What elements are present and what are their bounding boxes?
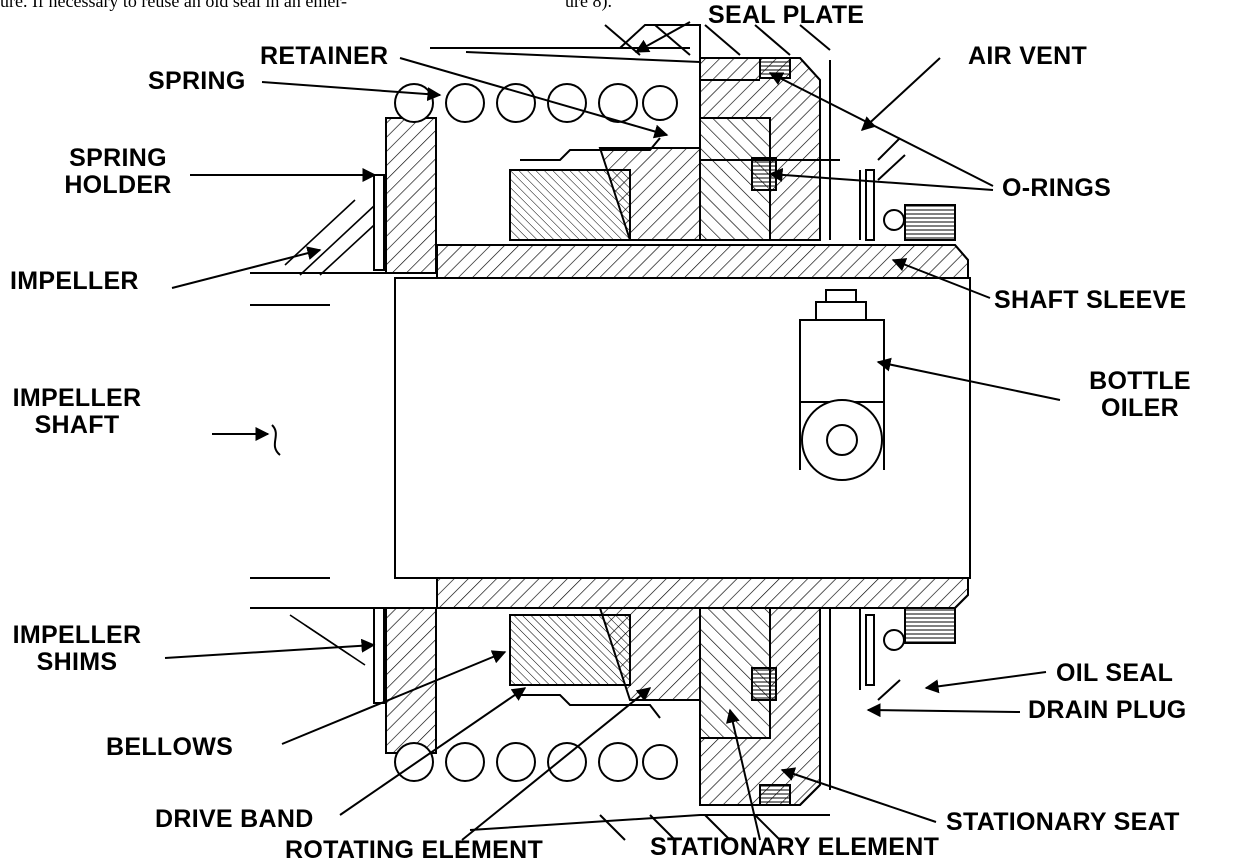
label-bottle-oiler-line1: BOTTLE	[1089, 367, 1191, 395]
arrow-impeller-shims	[164, 638, 376, 659]
label-retainer: RETAINER	[260, 42, 389, 70]
arrow-seal-plate	[634, 21, 691, 53]
label-stationary-seat: STATIONARY SEAT	[946, 808, 1180, 836]
arrow-retainer	[399, 57, 669, 139]
shaft-sleeve-bottom	[436, 577, 969, 609]
arrow-stationary-element	[726, 708, 761, 841]
arrow-o-ring-top	[768, 72, 994, 187]
arrow-stationary-seat	[780, 767, 937, 823]
label-spring-holder-line1: SPRING	[69, 144, 167, 172]
arrow-spring	[261, 81, 442, 102]
label-seal-plate: SEAL PLATE	[708, 1, 865, 29]
label-o-rings: O-RINGS	[1002, 174, 1112, 202]
label-bottle-oiler: BOTTLE OILER	[1060, 368, 1220, 422]
label-impeller-shaft: IMPELLER SHAFT	[2, 385, 152, 439]
arrow-oil-seal	[924, 671, 1047, 694]
drain-plug-area	[829, 607, 956, 790]
header-text-right: ure 8).	[565, 0, 612, 11]
spring-coils-top	[394, 83, 678, 123]
spring-holder-top	[373, 117, 437, 274]
bottle-oiler	[799, 289, 885, 481]
arrow-drive-band	[339, 687, 527, 816]
label-rotating-element: ROTATING ELEMENT	[285, 836, 544, 864]
arrow-bellows	[281, 650, 507, 745]
label-drain-plug: DRAIN PLUG	[1028, 696, 1187, 724]
seal-plate-bottom	[469, 814, 830, 841]
arrow-drain-plug	[866, 703, 1021, 718]
leader-arrows	[164, 21, 1061, 841]
impeller-hatch-bottom	[289, 614, 366, 666]
rotating-assembly-top	[509, 57, 821, 241]
label-stationary-element: STATIONARY ELEMENT	[650, 833, 940, 861]
arrow-bottle-oiler	[876, 357, 1061, 401]
label-impeller-shims: IMPELLER SHIMS	[2, 622, 152, 676]
label-impeller: IMPELLER	[10, 267, 139, 295]
label-drive-band: DRIVE BAND	[155, 805, 314, 833]
label-impeller-shims-line2: SHIMS	[36, 648, 118, 676]
shaft-sleeve-top	[436, 244, 969, 279]
arrow-rotating-element	[461, 687, 652, 841]
label-bellows: BELLOWS	[106, 733, 234, 761]
header-text-left: ure. If necessary to reuse an old seal i…	[0, 0, 347, 11]
spring-holder-bottom	[373, 607, 437, 754]
impeller-hatch-top	[284, 199, 386, 276]
arrow-o-ring-lower	[768, 167, 994, 191]
arrow-shaft-sleeve	[891, 258, 991, 299]
arrow-air-vent	[860, 57, 941, 131]
label-spring-holder: SPRING HOLDER	[38, 145, 198, 199]
label-spring: SPRING	[148, 67, 246, 95]
arrow-impeller	[171, 246, 322, 289]
air-vent-area	[829, 60, 956, 241]
label-air-vent: AIR VENT	[968, 42, 1088, 70]
label-impeller-shaft-line2: SHAFT	[34, 411, 120, 439]
label-oil-seal: OIL SEAL	[1056, 659, 1174, 687]
rotating-assembly-bottom	[509, 607, 821, 806]
label-impeller-shaft-line1: IMPELLER	[12, 384, 142, 412]
label-spring-holder-line2: HOLDER	[64, 171, 172, 199]
label-bottle-oiler-line2: OILER	[1101, 394, 1179, 422]
label-shaft-sleeve: SHAFT SLEEVE	[994, 286, 1187, 314]
label-impeller-shims-line1: IMPELLER	[12, 621, 142, 649]
